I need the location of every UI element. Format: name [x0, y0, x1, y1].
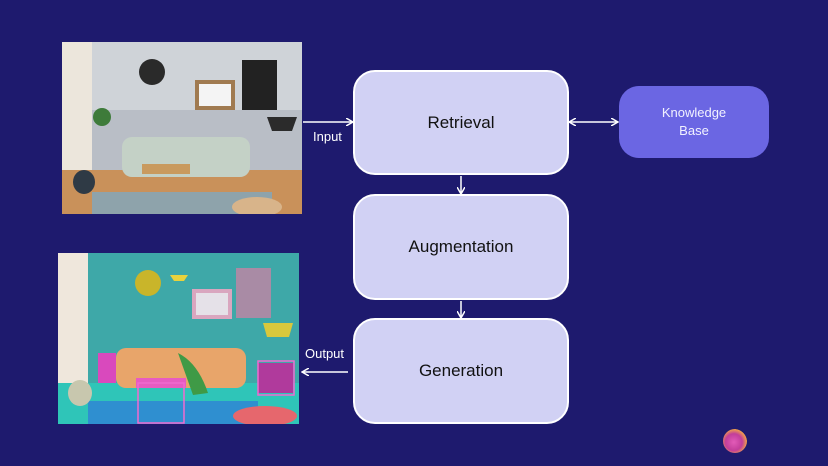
brand-logo-icon [723, 429, 747, 453]
retrieval-node-label: Retrieval [427, 112, 495, 132]
output-image [58, 253, 299, 424]
generation-node-label: Generation [418, 361, 504, 380]
output-room-illustration [58, 253, 299, 424]
retrieval-node: Retrieval [353, 70, 569, 175]
knowledge-base-node-label: Knowledge Base [661, 105, 727, 138]
knowledge-base-node: Knowledge Base [619, 86, 769, 158]
input-label: Input [313, 129, 342, 144]
output-label: Output [305, 346, 345, 361]
augmentation-node-label: Augmentation [408, 237, 514, 256]
input-image [62, 42, 302, 214]
input-room-illustration [62, 42, 302, 214]
augmentation-node: Augmentation [353, 194, 569, 300]
generation-node: Generation [353, 318, 569, 424]
